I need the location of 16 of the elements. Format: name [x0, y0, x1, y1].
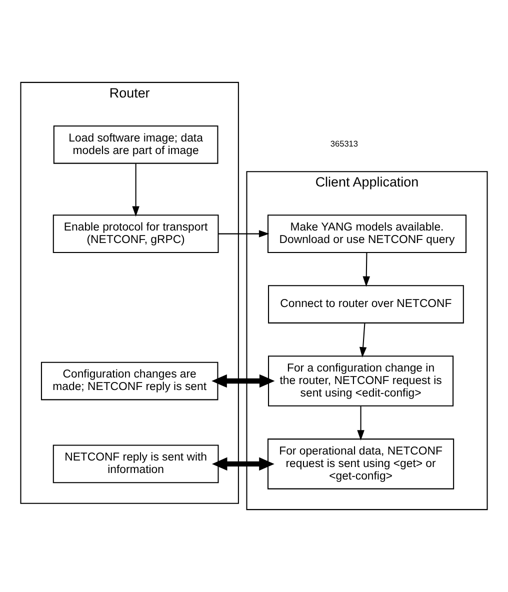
arrow [212, 457, 274, 471]
node-box: For a configuration change in the router, NETCONF request is sent using <edit-config> [268, 356, 454, 406]
arrow [212, 374, 275, 388]
arrow [218, 230, 270, 238]
node-box: Load software image; data models are part of image [53, 125, 218, 164]
arrow [362, 252, 370, 287]
arrow [132, 164, 140, 217]
arrow [357, 406, 364, 440]
node-box: Configuration changes are made; NETCONF reply is sent [40, 362, 218, 400]
node-box: Enable protocol for transport (NETCONF, gRPC) [52, 214, 219, 253]
node-box: Connect to router over NETCONF [268, 285, 464, 324]
node-box: Make YANG models available. Download or use NETCONF query [267, 214, 467, 253]
arrow [359, 322, 367, 358]
node-box: For operational data, NETCONF request is sent using <get> or <get-config> [267, 438, 454, 490]
node-box: NETCONF reply is sent with information [52, 444, 219, 484]
label: 365313 [330, 138, 358, 149]
